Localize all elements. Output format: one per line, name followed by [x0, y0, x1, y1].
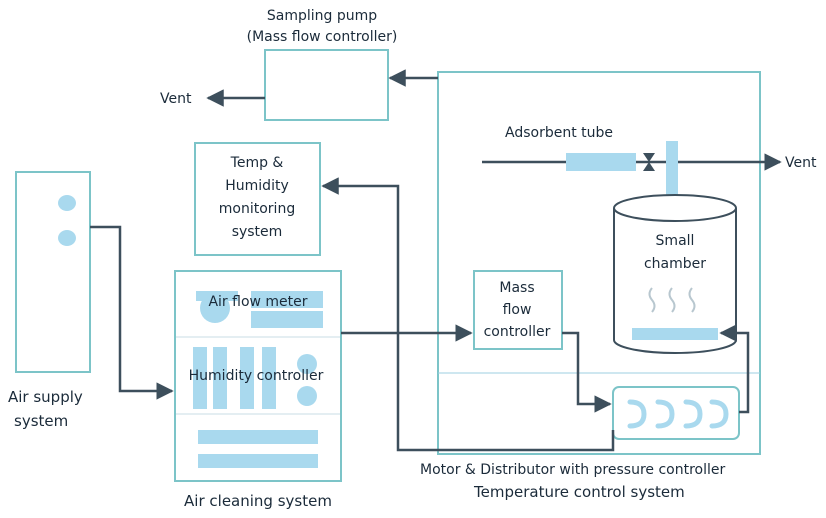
- distributor-to-chamber-arrow: [719, 324, 750, 414]
- mass-flow-controller-label-2: flow: [503, 302, 532, 318]
- vent-right-label: Vent: [785, 155, 817, 171]
- chamber-sample-port: [666, 141, 678, 197]
- air-flow-meter-label: Air flow meter: [208, 294, 307, 310]
- motor-distributor-box: [612, 386, 740, 440]
- small-chamber-label-2: chamber: [644, 256, 706, 272]
- small-chamber-label: Small: [656, 233, 695, 249]
- mass-flow-controller-box: [473, 270, 563, 350]
- temperature-control-label: Temperature control system: [473, 483, 685, 501]
- temp-humidity-box: [194, 142, 321, 256]
- emission-wave-icon: [648, 287, 696, 313]
- filter-bar-1: [198, 430, 318, 444]
- adsorbent-valve-icon: [643, 153, 655, 171]
- air-cleaning-box: [174, 270, 342, 482]
- sampling-pump-box: [264, 49, 389, 121]
- air-supply-box: [15, 171, 91, 373]
- mass-flow-controller-label-3: controller: [484, 324, 551, 340]
- mfc-to-distributor-arrow: [562, 331, 612, 413]
- temperature-control-box: [437, 71, 761, 455]
- air-flow-meter-shapes: [196, 291, 323, 328]
- airflow-swirl-icon: [627, 399, 729, 429]
- air-supply-label-2: system: [14, 412, 68, 430]
- air-supply-label: Air supply: [8, 388, 83, 406]
- motor-distributor-label: Motor & Distributor with pressure contro…: [420, 462, 725, 478]
- temp-humidity-label-2: Humidity: [225, 178, 288, 194]
- temp-humidity-label-3: monitoring: [219, 201, 295, 217]
- air-supply-port-1: [58, 195, 76, 211]
- humidity-controller-label: Humidity controller: [189, 368, 324, 384]
- temp-humidity-label: Temp &: [230, 155, 284, 171]
- humidity-controller-shapes: [193, 347, 317, 409]
- vent-left-label: Vent: [160, 91, 192, 107]
- small-chamber-body: [613, 208, 737, 354]
- adsorbent-tube: [566, 153, 636, 171]
- sampling-pump-label: Sampling pump: [267, 8, 377, 24]
- small-chamber-top: [613, 194, 737, 222]
- air-supply-port-2: [58, 230, 76, 246]
- temp-humidity-label-4: system: [232, 224, 283, 240]
- filter-bar-2: [198, 454, 318, 468]
- chamber-sample-plate: [632, 328, 718, 340]
- sampling-pump-sublabel: (Mass flow controller): [247, 29, 398, 45]
- mass-flow-controller-label: Mass: [499, 280, 534, 296]
- supply-to-cleaning-arrow: [90, 225, 174, 400]
- air-cleaning-label: Air cleaning system: [184, 492, 332, 510]
- chamber-to-monitor-arrow: [321, 177, 615, 452]
- adsorbent-tube-label: Adsorbent tube: [505, 125, 613, 141]
